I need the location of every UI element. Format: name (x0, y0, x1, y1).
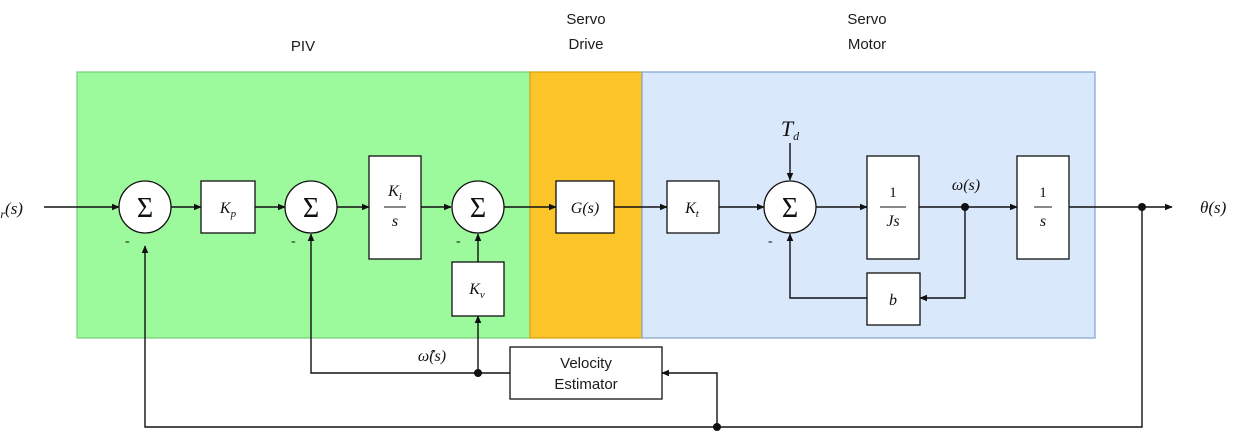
svg-text:Js: Js (886, 213, 899, 230)
friction-b-block: b (866, 272, 921, 326)
kt-block: Kt (666, 180, 720, 234)
svg-text:Kp: Kp (219, 200, 237, 220)
minus-sign-summer-4: - (768, 234, 773, 249)
friction-feedback-wires (786, 207, 966, 302)
velocity-feedback-wires (307, 233, 510, 374)
junction-omega-hat (474, 369, 482, 377)
summer-kv: Σ (451, 180, 505, 234)
minus-sign-summer-1: - (125, 234, 130, 249)
inertia-block: 1 Js (866, 155, 920, 260)
position-feedback-wires (141, 207, 1143, 428)
ki-block: Ki s (368, 155, 422, 260)
minus-sign-summer-2: - (291, 234, 296, 249)
velocity-estimator-block: Velocity Estimator (509, 346, 663, 400)
summer-velocity-error: Σ (284, 180, 338, 234)
servo-motor-label-line2: Motor (848, 36, 886, 53)
svg-text:Estimator: Estimator (554, 376, 617, 393)
svg-text:Kt: Kt (684, 200, 700, 220)
svg-text:Ki: Ki (387, 183, 402, 203)
output-signal-label: θ(s) (1200, 198, 1227, 217)
integrator-block: 1 s (1016, 155, 1070, 260)
summer-position-error: Σ (118, 180, 172, 234)
svg-text:Kv: Kv (468, 281, 485, 301)
svg-text:s: s (1040, 213, 1046, 230)
piv-region-label: PIV (291, 38, 315, 55)
servo-motor-label-line1: Servo (847, 11, 886, 28)
svg-text:Σ: Σ (782, 193, 798, 224)
junction-estimator-tap (713, 423, 721, 431)
kp-block: Kp (200, 180, 256, 234)
svg-text:Σ: Σ (303, 193, 319, 224)
junction-omega (961, 203, 969, 211)
disturbance-torque-label: Td (781, 116, 800, 143)
svg-text:Σ: Σ (137, 193, 153, 224)
input-signal-label: θr(s) (0, 199, 23, 221)
summer-torque: Σ (763, 180, 817, 234)
svg-text:1: 1 (1039, 185, 1047, 201)
svg-text:Velocity: Velocity (560, 355, 612, 372)
minus-sign-summer-3: - (456, 234, 461, 249)
servo-drive-label-line2: Drive (568, 36, 603, 53)
gs-block: G(s) (555, 180, 615, 234)
svg-text:1: 1 (889, 185, 897, 201)
svg-text:s: s (392, 213, 398, 230)
omega-signal-label: ω(s) (952, 177, 980, 194)
svg-text:b: b (889, 292, 897, 309)
svg-text:G(s): G(s) (571, 200, 599, 217)
omega-hat-signal-label: ω̂(s) (418, 348, 446, 365)
svg-text:Σ: Σ (470, 193, 486, 224)
kv-block: Kv (451, 261, 505, 317)
junction-theta (1138, 203, 1146, 211)
servo-drive-label-line1: Servo (566, 11, 605, 28)
